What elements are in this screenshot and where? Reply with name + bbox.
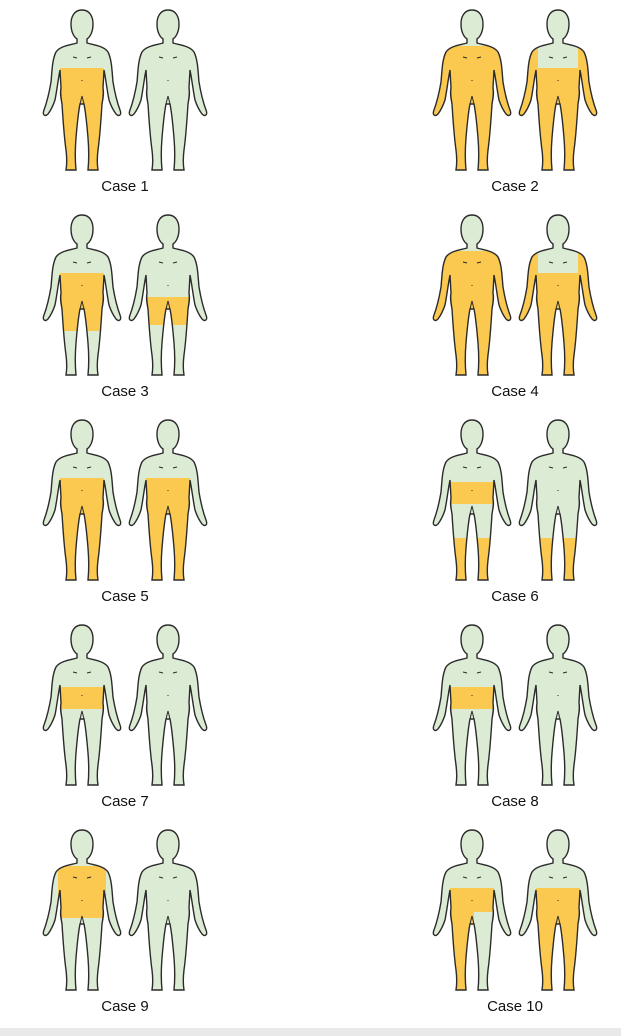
c1-front-figure xyxy=(430,10,514,172)
c8-back-figure xyxy=(129,830,206,990)
case-figures xyxy=(430,620,600,792)
case-panel: Case 7 xyxy=(40,620,210,820)
case-label: Case 7 xyxy=(40,793,210,810)
case-figures xyxy=(40,825,210,997)
case-label: Case 2 xyxy=(430,178,600,195)
c6-front-figure xyxy=(43,625,120,785)
case-panel: Case 8 xyxy=(430,620,600,820)
c3-front-figure xyxy=(430,215,514,377)
highlight-waist xyxy=(450,482,494,504)
case-panel: Case 1 xyxy=(40,5,210,205)
case-label: Case 10 xyxy=(430,998,600,1015)
case-figures xyxy=(40,5,210,177)
case-panel: Case 9 xyxy=(40,825,210,1025)
c5-back-figure xyxy=(519,420,596,582)
c4-front-figure xyxy=(43,420,120,582)
body-silhouette xyxy=(519,625,596,785)
c8-front-figure xyxy=(43,830,120,990)
case-panel: Case 2 xyxy=(430,5,600,205)
body-silhouette xyxy=(519,420,596,580)
c1-back-figure xyxy=(516,10,600,172)
c2-back-figure xyxy=(129,215,206,375)
body-silhouette xyxy=(129,215,206,375)
case-label: Case 6 xyxy=(430,588,600,605)
case-figures xyxy=(40,210,210,382)
case-figures xyxy=(430,5,600,177)
case-figures xyxy=(430,825,600,997)
c9-front-figure xyxy=(433,830,510,992)
highlight-waist xyxy=(60,687,104,709)
case-label: Case 5 xyxy=(40,588,210,605)
case-label: Case 8 xyxy=(430,793,600,810)
case-figures xyxy=(430,210,600,382)
c7-back-figure xyxy=(519,625,596,785)
case-label: Case 3 xyxy=(40,383,210,400)
case-panel: Case 3 xyxy=(40,210,210,410)
c4-back-figure xyxy=(129,420,206,582)
case-panel: Case 10 xyxy=(430,825,600,1025)
case-figures xyxy=(40,415,210,587)
c2-front-figure xyxy=(43,215,120,375)
bottom-bar xyxy=(0,1028,621,1036)
body-silhouette xyxy=(129,10,206,170)
case-figures xyxy=(430,415,600,587)
highlight-waist xyxy=(450,687,494,709)
case-label: Case 9 xyxy=(40,998,210,1015)
case-figures xyxy=(40,620,210,792)
highlight-chest-abdomen xyxy=(58,866,106,918)
body-silhouette xyxy=(129,625,206,785)
case-panel: Case 5 xyxy=(40,415,210,615)
c0-front-figure xyxy=(43,10,120,172)
case-label: Case 4 xyxy=(430,383,600,400)
c0-back-figure xyxy=(129,10,206,170)
c3-back-figure xyxy=(516,215,600,377)
c5-front-figure xyxy=(433,420,510,582)
c9-back-figure xyxy=(519,830,596,992)
c7-front-figure xyxy=(433,625,510,785)
body-silhouette xyxy=(129,830,206,990)
case-panel: Case 4 xyxy=(430,210,600,410)
case-panel: Case 6 xyxy=(430,415,600,615)
case-label: Case 1 xyxy=(40,178,210,195)
c6-back-figure xyxy=(129,625,206,785)
